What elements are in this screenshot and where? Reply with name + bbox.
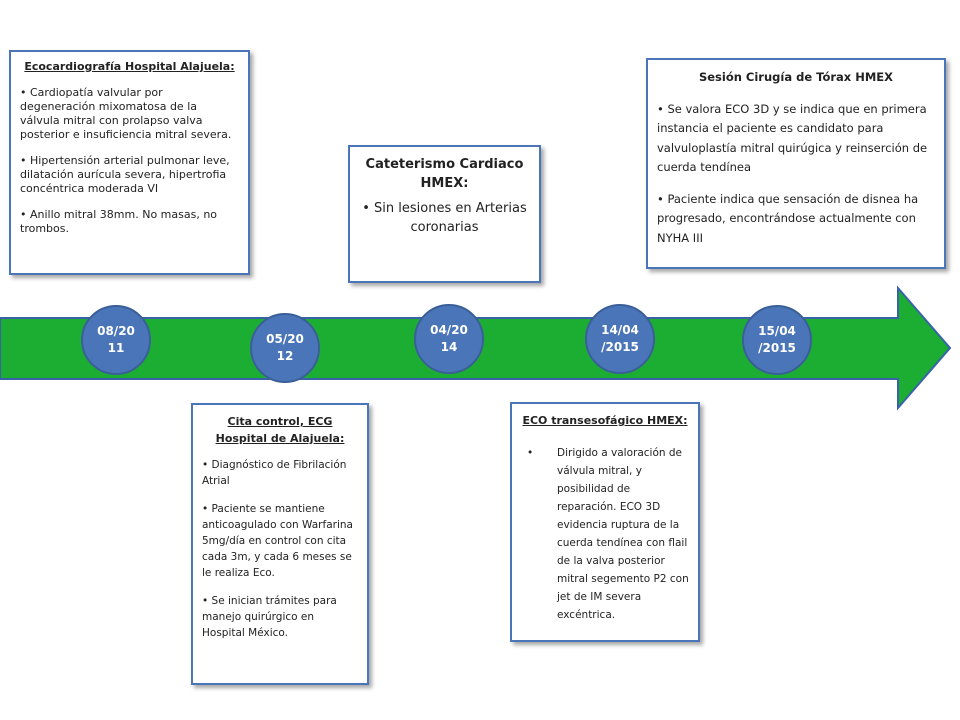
- cateterismo-box: Cateterismo Cardiaco HMEX: Sin lesiones …: [348, 145, 541, 283]
- box-title: Cita control, ECG Hospital de Alajuela:: [215, 415, 345, 445]
- list-item: Anillo mitral 38mm. No masas, no trombos…: [20, 208, 239, 236]
- list-item: Paciente se mantiene anticoagulado con W…: [202, 501, 358, 581]
- eco-transesofagico-box: ECO transesofágico HMEX: Dirigido a valo…: [510, 402, 700, 642]
- list-item: Se valora ECO 3D y se indica que en prim…: [657, 100, 935, 178]
- date-marker-1: 08/20 11: [81, 305, 151, 375]
- list-item: Hipertensión arterial pulmonar leve, dil…: [20, 154, 239, 196]
- date-marker-2: 05/20 12: [250, 313, 320, 383]
- box-title: ECO transesofágico HMEX:: [522, 414, 688, 427]
- list-item: Sin lesiones en Arterias coronarias: [359, 199, 530, 237]
- list-item: Paciente indica que sensación de disnea …: [657, 190, 935, 249]
- list-item: Dirigido a valoración de válvula mitral,…: [521, 444, 689, 624]
- cita-control-box: Cita control, ECG Hospital de Alajuela: …: [191, 403, 369, 685]
- date-marker-4: 14/04 /2015: [585, 304, 655, 374]
- date-marker-3: 04/20 14: [414, 304, 484, 374]
- eco-alajuela-box: Ecocardiografía Hospital Alajuela: Cardi…: [9, 50, 250, 275]
- sesion-cirugia-box: Sesión Cirugía de Tórax HMEX Se valora E…: [646, 58, 946, 269]
- box-title: Ecocardiografía Hospital Alajuela:: [24, 60, 235, 73]
- list-item: Diagnóstico de Fibrilación Atrial: [202, 457, 358, 489]
- date-marker-5: 15/04 /2015: [742, 305, 812, 375]
- box-title: Sesión Cirugía de Tórax HMEX: [698, 70, 894, 84]
- list-item: Cardiopatía valvular por degeneración mi…: [20, 86, 239, 142]
- list-item: Se inician trámites para manejo quirúrgi…: [202, 593, 358, 641]
- box-title: Cateterismo Cardiaco HMEX:: [365, 157, 524, 191]
